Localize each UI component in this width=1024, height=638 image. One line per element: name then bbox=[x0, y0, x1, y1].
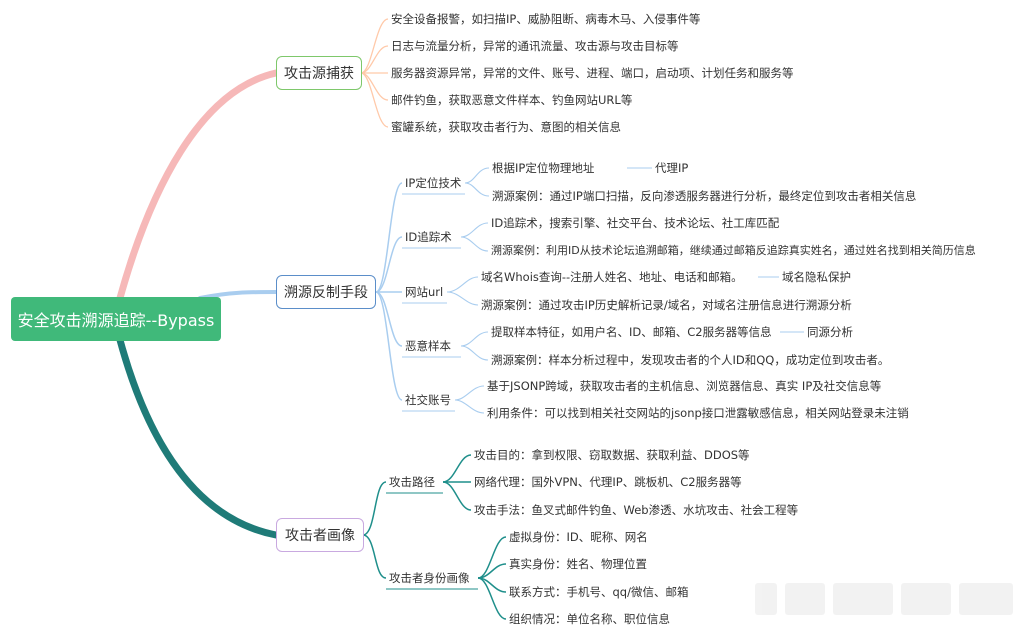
capture-item[interactable]: 邮件钓鱼，获取恶意文件样本、钓鱼网站URL等 bbox=[391, 93, 633, 107]
leaf-item[interactable]: 溯源案例：通过攻击IP历史解析记录/域名，对域名注册信息进行溯源分析 bbox=[481, 298, 852, 312]
leaf-extra[interactable]: 代理IP bbox=[655, 161, 689, 175]
group-node-website-url[interactable]: 网站url bbox=[405, 285, 444, 299]
branch-connector-countermeasure bbox=[198, 290, 278, 300]
countermeasure-connectors bbox=[375, 182, 403, 401]
capture-item[interactable]: 服务器资源异常，异常的文件、账号、进程、端口，启动项、计划任务和服务等 bbox=[391, 66, 794, 80]
profile-connectors bbox=[362, 454, 507, 620]
underline-marks-profile bbox=[386, 492, 478, 590]
branch-connector-capture bbox=[116, 69, 280, 302]
leaf-item[interactable]: 真实身份：姓名、物理位置 bbox=[509, 557, 647, 571]
branch-node-capture[interactable]: 攻击源捕获 bbox=[276, 56, 362, 90]
leaf-item[interactable]: 网络代理：国外VPN、代理IP、跳板机、C2服务器等 bbox=[474, 475, 742, 489]
countermeasure-leaf-connectors bbox=[446, 167, 804, 414]
leaf-item[interactable]: 根据IP定位物理地址 bbox=[492, 161, 595, 175]
leaf-item[interactable]: 溯源案例：样本分析过程中，发现攻击者的个人ID和QQ，成功定位到攻击者。 bbox=[491, 353, 890, 367]
root-node[interactable]: 安全攻击溯源追踪--Bypass bbox=[11, 297, 221, 341]
capture-connectors bbox=[360, 18, 389, 128]
leaf-item[interactable]: 溯源案例：利用ID从技术论坛追溯邮箱，继续通过邮箱反追踪真实姓名，通过姓名找到相… bbox=[491, 244, 976, 257]
branch-node-countermeasure[interactable]: 溯源反制手段 bbox=[276, 275, 376, 309]
leaf-item[interactable]: 攻击手法：鱼叉式邮件钓鱼、Web渗透、水坑攻击、社会工程等 bbox=[474, 503, 799, 517]
watermark-blur bbox=[755, 583, 1013, 615]
leaf-item[interactable]: 域名Whois查询--注册人姓名、地址、电话和邮箱。 bbox=[481, 270, 743, 284]
leaf-extra[interactable]: 域名隐私保护 bbox=[782, 270, 851, 284]
underline-marks bbox=[402, 193, 465, 412]
group-node-attack-path[interactable]: 攻击路径 bbox=[389, 475, 435, 489]
branch-connector-profile bbox=[116, 336, 280, 539]
leaf-item[interactable]: 基于JSONP跨域，获取攻击者的主机信息、浏览器信息、真实 IP及社交信息等 bbox=[487, 379, 882, 393]
leaf-item[interactable]: 虚拟身份：ID、昵称、网名 bbox=[509, 530, 648, 544]
branch-node-profile[interactable]: 攻击者画像 bbox=[276, 518, 364, 552]
group-node-social-account[interactable]: 社交账号 bbox=[405, 393, 451, 407]
leaf-extra[interactable]: 同源分析 bbox=[807, 325, 853, 339]
capture-item[interactable]: 蜜罐系统，获取攻击者行为、意图的相关信息 bbox=[391, 120, 621, 134]
leaf-item[interactable]: 攻击目的：拿到权限、窃取数据、获取利益、DDOS等 bbox=[474, 448, 750, 462]
group-node-malware-sample[interactable]: 恶意样本 bbox=[405, 339, 451, 353]
leaf-item[interactable]: 溯源案例：通过IP端口扫描，反向渗透服务器进行分析，最终定位到攻击者相关信息 bbox=[492, 189, 917, 203]
leaf-item[interactable]: 提取样本特征，如用户名、ID、邮箱、C2服务器等信息 bbox=[491, 325, 772, 339]
leaf-item[interactable]: 联系方式：手机号、qq/微信、邮箱 bbox=[509, 585, 689, 599]
leaf-item[interactable]: ID追踪术，搜索引擎、社交平台、技术论坛、社工库匹配 bbox=[491, 216, 780, 230]
capture-item[interactable]: 日志与流量分析，异常的通讯流量、攻击源与攻击目标等 bbox=[391, 39, 679, 53]
capture-item[interactable]: 安全设备报警，如扫描IP、威胁阻断、病毒木马、入侵事件等 bbox=[391, 12, 701, 26]
leaf-item[interactable]: 组织情况：单位名称、职位信息 bbox=[509, 612, 670, 626]
group-node-ip-location[interactable]: IP定位技术 bbox=[405, 176, 462, 190]
group-node-id-tracking[interactable]: ID追踪术 bbox=[405, 230, 452, 244]
group-node-identity-profile[interactable]: 攻击者身份画像 bbox=[389, 571, 470, 585]
leaf-item[interactable]: 利用条件：可以找到相关社交网站的jsonp接口泄露敏感信息，相关网站登录未注销 bbox=[487, 406, 909, 420]
